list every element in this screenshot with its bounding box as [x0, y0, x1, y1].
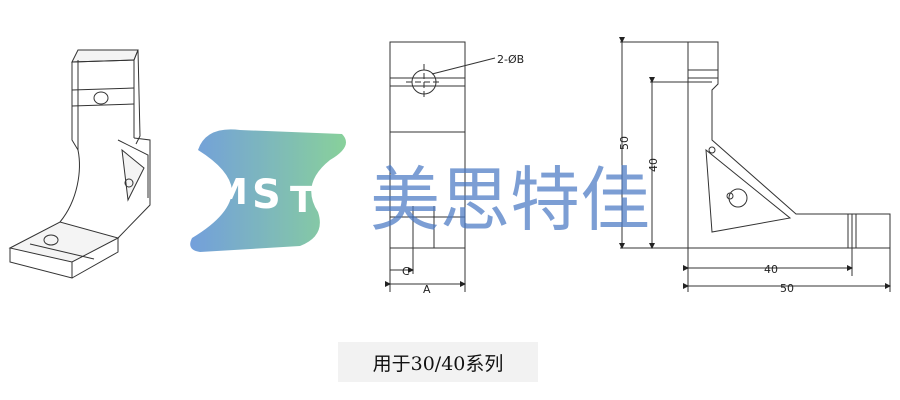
dimension-height-inner-label: 40 — [647, 158, 660, 172]
hole-callout-label: 2-ØB — [497, 53, 524, 66]
side-view — [619, 37, 891, 292]
logo-letter-m: M — [212, 172, 248, 213]
brand-watermark: M S T 美思特佳 — [190, 129, 650, 252]
dimension-a-label: A — [423, 283, 431, 296]
dimension-width-inner-label: 40 — [764, 263, 778, 276]
logo-swoosh-shape — [190, 129, 346, 252]
logo-letter-s: S — [252, 172, 281, 218]
logo-letter-t: T — [290, 180, 315, 221]
brand-chinese-name: 美思特佳 — [370, 159, 650, 241]
series-caption: 用于30/40系列 — [338, 342, 538, 382]
isometric-bracket-view — [8, 49, 151, 279]
dimension-c-label: C — [402, 265, 410, 278]
front-view — [385, 41, 496, 292]
dimension-height-outer-label: 50 — [618, 136, 631, 150]
dimension-width-outer-label: 50 — [780, 282, 794, 295]
